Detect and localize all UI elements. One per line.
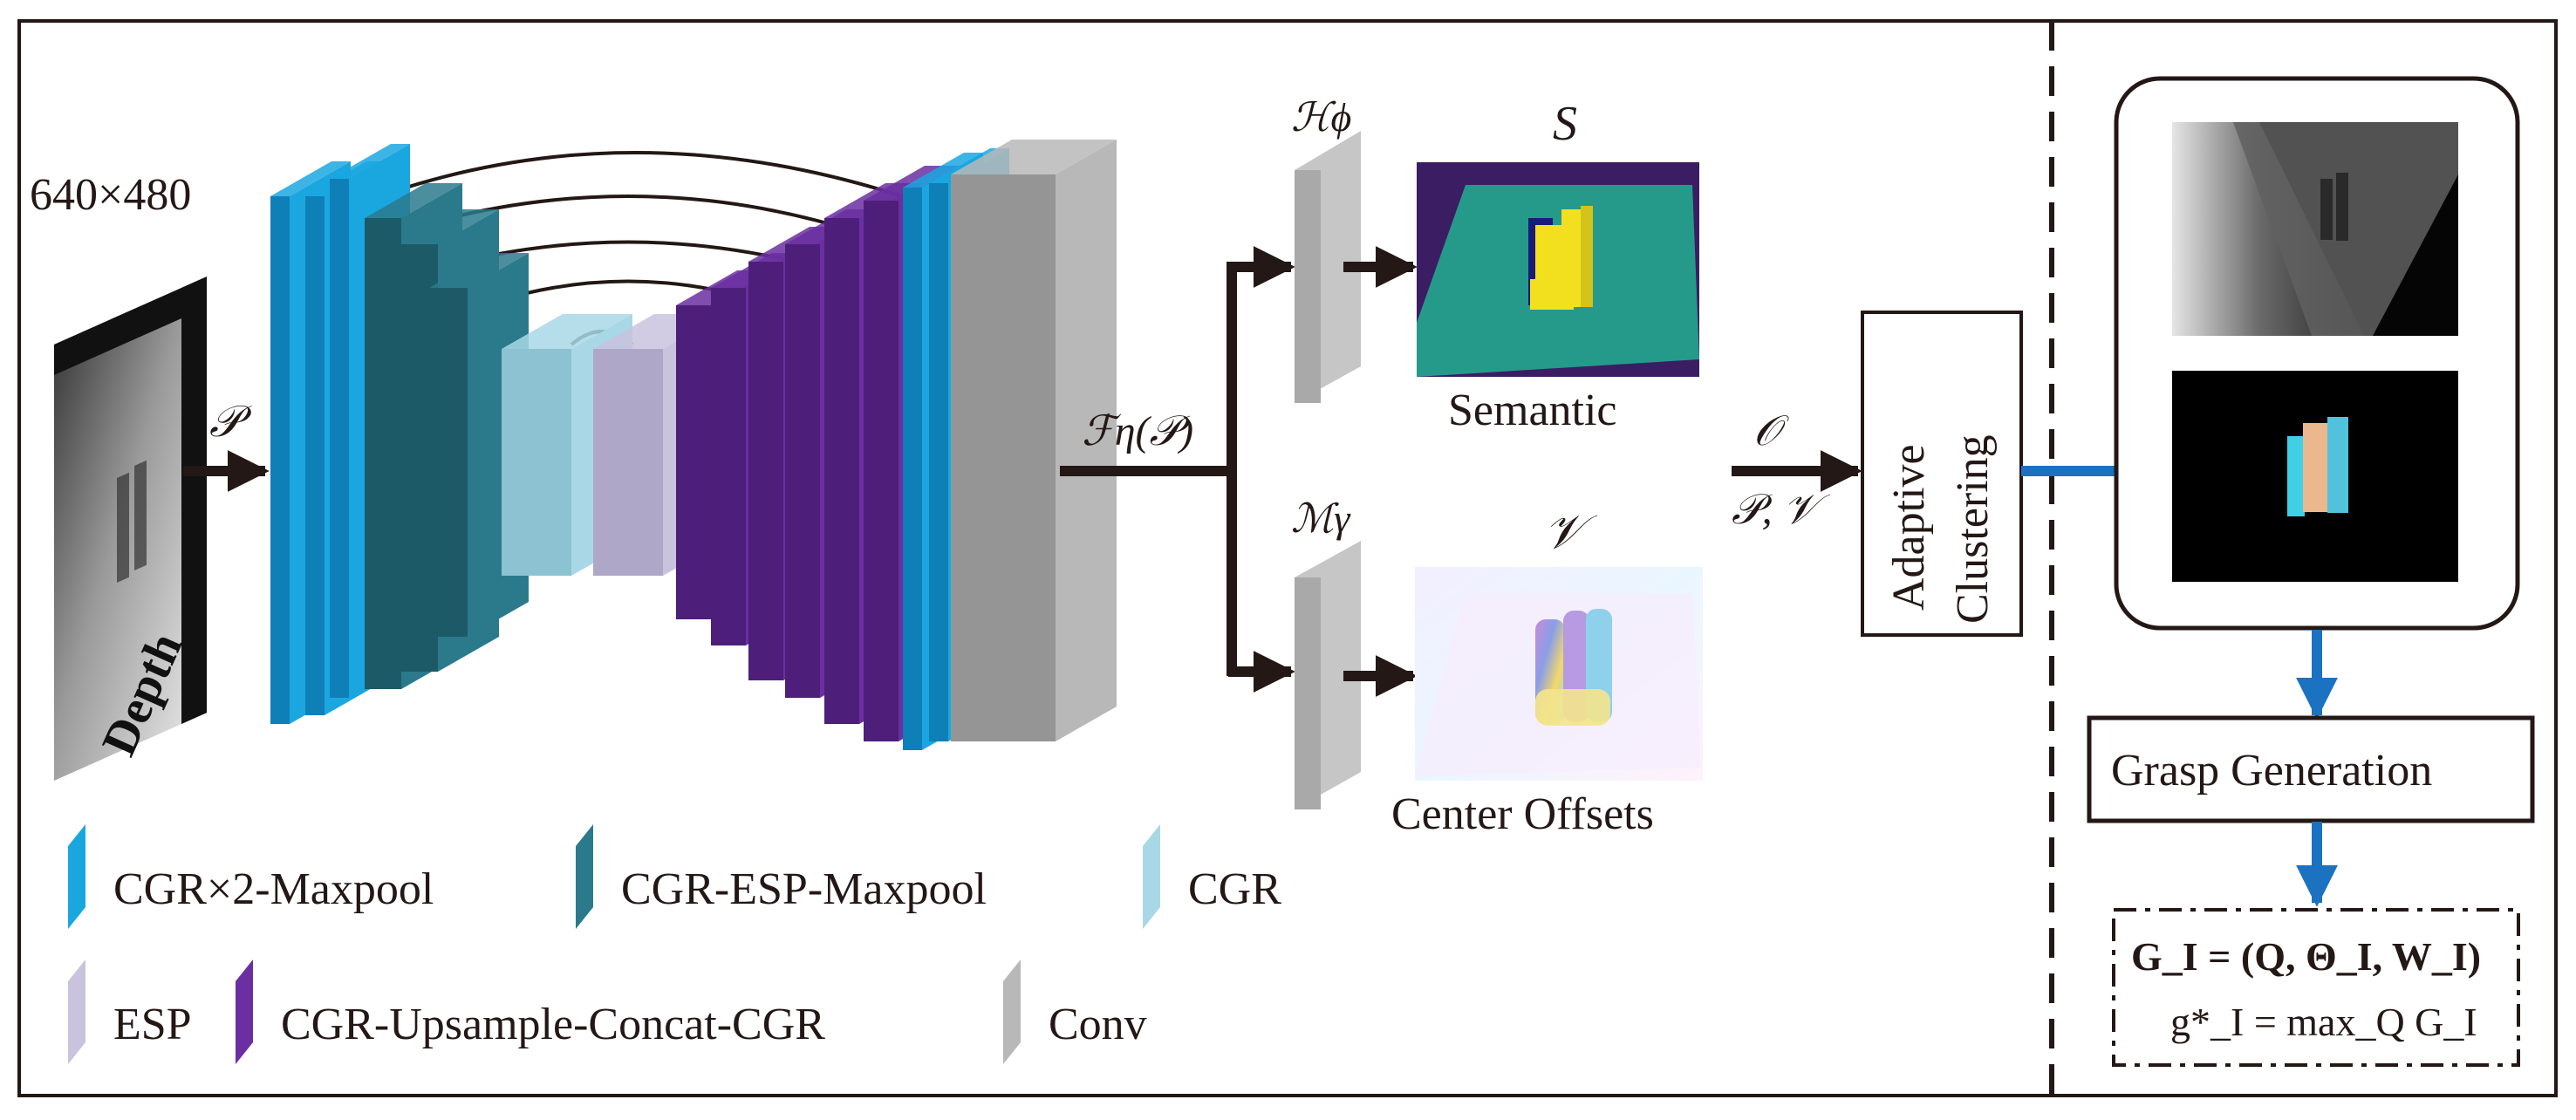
input-arrow-symbol: 𝒫	[209, 397, 252, 446]
semantic-symbol: S	[1553, 97, 1577, 151]
legend-label-1: CGR-ESP-Maxpool	[621, 864, 987, 914]
offset-head-block	[1295, 541, 1361, 809]
clustering-line1: Adaptive	[1884, 444, 1934, 611]
legend-label-3: ESP	[113, 1000, 192, 1049]
offset-head-label: ℳγ	[1291, 496, 1351, 541]
clustering-box	[1861, 311, 2023, 637]
legend-swatch-5	[1003, 960, 1021, 1064]
semantic-map	[1417, 162, 1699, 377]
equation-line1: G_I = (Q, Θ_I, W_I)	[2131, 934, 2481, 979]
clustering-line2: Clustering	[1948, 434, 1998, 624]
legend-swatch-4	[236, 960, 253, 1064]
equation-box	[2112, 908, 2520, 1067]
offset-symbol: 𝒱	[1544, 506, 1598, 558]
semantic-head-label: ℋϕ	[1291, 95, 1351, 140]
legend-swatch-3	[68, 960, 85, 1064]
legend-label-2: CGR	[1188, 864, 1281, 914]
clustering-bottom-symbol: 𝒫, 𝒱	[1732, 487, 1831, 533]
semantic-caption: Semantic	[1448, 386, 1617, 435]
input-resolution: 640×480	[30, 170, 191, 220]
layers-group	[270, 140, 1117, 750]
legend-swatch-2	[1143, 824, 1160, 929]
depth-thumbnail	[2172, 122, 2458, 336]
clustering-top-symbol: 𝒪	[1753, 408, 1789, 454]
layer-gray-16	[951, 140, 1117, 741]
legend-label-4: CGR-Upsample-Concat-CGR	[281, 1000, 825, 1049]
depth-image	[54, 277, 207, 781]
semantic-head-block	[1295, 131, 1361, 403]
legend: CGR×2-Maxpool CGR-ESP-Maxpool CGR ESP CGR-Up…	[68, 824, 1281, 1064]
legend-label-0: CGR×2-Maxpool	[113, 864, 434, 914]
features-label: ℱη(𝒫)	[1082, 408, 1193, 454]
offset-map	[1415, 567, 1703, 781]
legend-swatch-1	[576, 824, 593, 929]
legend-swatch-0	[68, 824, 85, 929]
offset-caption: Center Offsets	[1391, 789, 1654, 839]
legend-label-5: Conv	[1049, 1000, 1147, 1049]
instance-thumbnail	[2172, 371, 2458, 582]
outer-frame	[17, 19, 2558, 1097]
grasp-generation-label: Grasp Generation	[2111, 746, 2432, 796]
equation-line2: g*_I = max_Q G_I	[2170, 1000, 2477, 1044]
grasp-generation-box	[2087, 715, 2535, 823]
